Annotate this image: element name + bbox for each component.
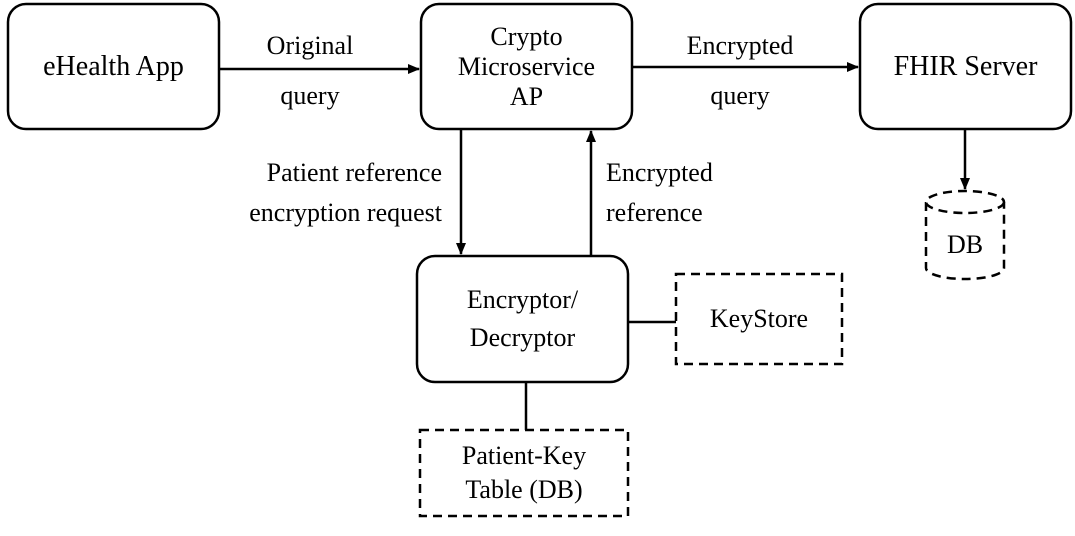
original-query-label: Original query	[230, 26, 390, 116]
ehealth-app-box	[6, 2, 221, 131]
fhir-server-line-1: FHIR Server	[893, 50, 1038, 82]
keystore-box	[674, 272, 844, 366]
ehealth-app-label: eHealth App	[8, 4, 219, 129]
patient-reference-line-1: Patient reference	[266, 158, 442, 187]
fhir-db-label: DB	[926, 220, 1004, 270]
crypto-microservice-line-1: Crypto	[490, 21, 563, 51]
encrypted-query-line-1: Encrypted	[686, 31, 794, 60]
crypto-microservice-line-2: Microservice	[457, 51, 596, 81]
original-query-line-1: Original	[266, 31, 354, 60]
patient-reference-request-label: Patient reference encryption request	[190, 153, 442, 233]
encrypted-query-label: Encrypted query	[660, 26, 820, 116]
encryptor-decryptor-label: Encryptor/ Decryptor	[417, 256, 628, 382]
patient-key-table-box	[418, 428, 630, 518]
crypto-microservice-line-3: AP	[509, 81, 544, 111]
patient-key-line-2: Table (DB)	[465, 475, 583, 504]
keystore-line-1: KeyStore	[709, 304, 809, 333]
patient-key-table-label: Patient-Key Table (DB)	[420, 430, 628, 516]
ehealth-app-line-1: eHealth App	[43, 50, 184, 82]
encrypted-query-line-2: query	[710, 81, 770, 110]
keystore-label: KeyStore	[676, 274, 842, 364]
fhir-server-label: FHIR Server	[860, 4, 1071, 129]
encrypted-reference-label: Encrypted reference	[606, 153, 806, 233]
patient-key-line-1: Patient-Key	[461, 441, 587, 470]
encrypted-reference-line-2: reference	[606, 198, 703, 227]
patient-reference-line-2: encryption request	[249, 198, 442, 227]
database-cylinder-icon	[924, 189, 1006, 281]
encrypted-reference-line-1: Encrypted	[606, 158, 713, 187]
encryptor-line-2: Decryptor	[469, 323, 576, 352]
encryptor-decryptor-box	[415, 254, 630, 384]
original-query-line-2: query	[280, 81, 340, 110]
encryptor-line-1: Encryptor/	[466, 285, 579, 314]
crypto-microservice-label: Crypto Microservice AP	[421, 4, 632, 129]
fhir-db-line-1: DB	[946, 230, 984, 259]
